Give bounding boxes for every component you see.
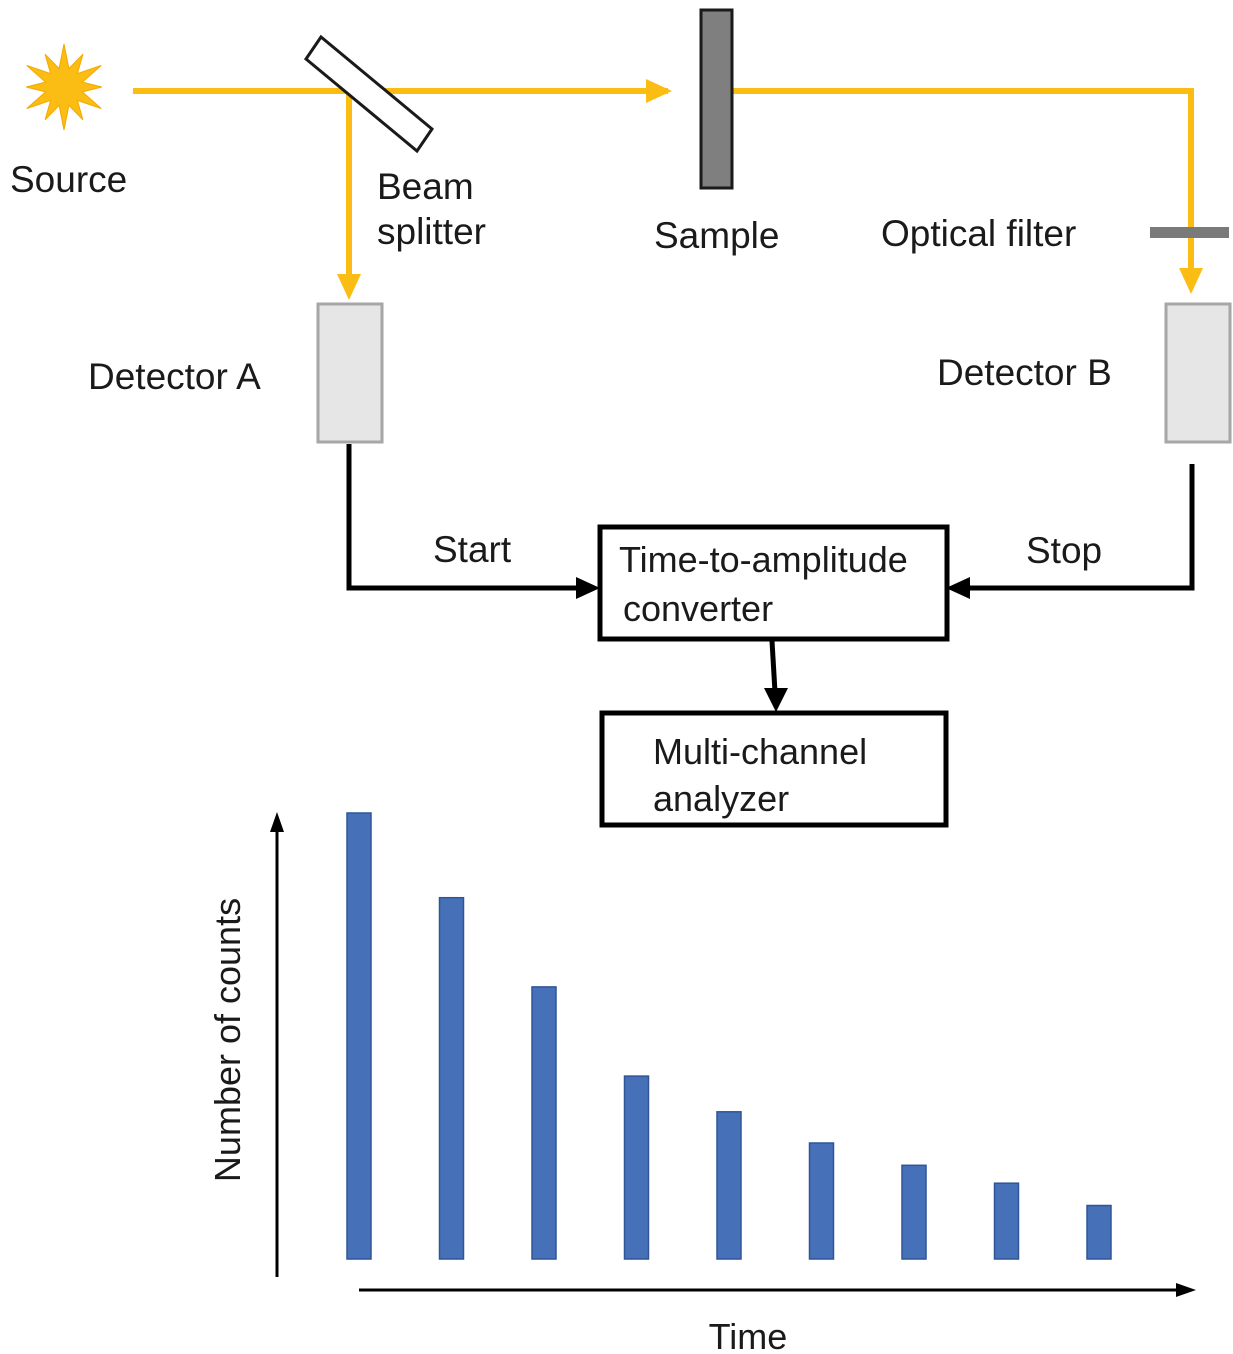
histogram-bar-2 <box>438 896 465 1260</box>
beam-arrowhead-detector-a <box>337 274 361 300</box>
mca-label-line2: analyzer <box>653 778 789 819</box>
histogram-bar-8 <box>993 1182 1020 1260</box>
start-signal-line <box>346 444 578 591</box>
detector-b-box <box>1164 302 1232 444</box>
histogram-bar-5 <box>716 1111 742 1260</box>
histogram-bar-6 <box>808 1142 835 1260</box>
start-label: Start <box>433 529 512 570</box>
detector-a-label: Detector A <box>88 356 261 397</box>
sample-label: Sample <box>654 215 779 256</box>
histogram-bar-7 <box>901 1164 927 1260</box>
beam-arrowhead-detector-b <box>1179 268 1203 294</box>
mca-box <box>599 710 949 828</box>
beam-splitter <box>303 34 435 154</box>
bars-group <box>346 812 1112 1260</box>
optical-filter-label: Optical filter <box>881 213 1076 254</box>
detector-a-box <box>316 302 384 444</box>
x-axis-arrowhead <box>1176 1283 1196 1297</box>
x-axis-label: Time <box>709 1316 788 1354</box>
histogram-bar-9 <box>1086 1204 1112 1260</box>
beam-sample-to-detector-b <box>733 88 1194 272</box>
detector-b-label: Detector B <box>937 352 1112 393</box>
tac-to-mca-line <box>769 640 778 693</box>
tac-label-line2: converter <box>623 588 773 629</box>
stop-signal-line <box>968 464 1195 591</box>
start-arrowhead <box>576 577 600 599</box>
tac-box <box>597 524 950 642</box>
stop-label: Stop <box>1026 530 1102 571</box>
stop-arrowhead <box>946 577 970 599</box>
electronics <box>346 444 1195 828</box>
sample-slab <box>699 8 734 190</box>
y-axis-arrowhead <box>270 812 284 832</box>
histogram-bar-1 <box>346 812 372 1260</box>
tac-label-line1: Time-to-amplitude <box>619 539 908 580</box>
source-label: Source <box>10 159 127 200</box>
starburst-icon <box>26 43 102 131</box>
optical-path <box>26 8 1232 444</box>
tac-to-mca-arrowhead <box>764 688 788 712</box>
histogram-bar-4 <box>623 1075 650 1260</box>
optical-filter-bar <box>1150 227 1229 238</box>
beam-arrowhead-sample <box>646 79 672 103</box>
mca-label-line1: Multi-channel <box>653 731 867 772</box>
histogram-bar-3 <box>531 986 557 1260</box>
histogram-chart <box>270 812 1196 1297</box>
beam-splitter-label-line2: splitter <box>377 211 486 252</box>
y-axis-label: Number of counts <box>207 898 248 1182</box>
beam-splitter-label-line1: Beam <box>377 166 474 207</box>
